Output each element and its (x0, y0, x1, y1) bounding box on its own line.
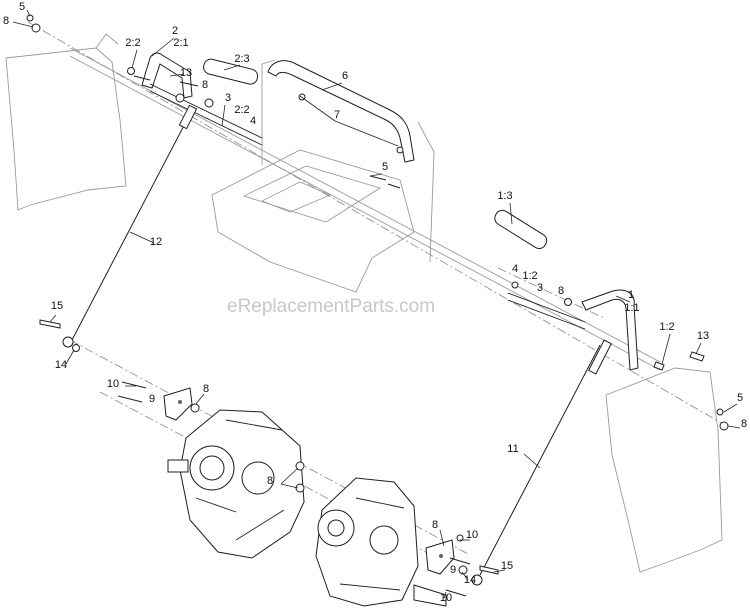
left-control-lever (127, 52, 263, 146)
part-callout: 6 (342, 70, 348, 82)
part-callout: 1:2 (522, 270, 537, 282)
part-callout: 8 (558, 285, 564, 297)
part-callout: 8 (202, 79, 208, 91)
brackets-and-hardware (26, 14, 729, 597)
part-callout: 5 (737, 392, 743, 404)
part-callout: 4 (512, 263, 518, 275)
part-callout: 11 (507, 443, 518, 455)
leader-lines (12, 9, 741, 599)
part-callout: 10 (440, 592, 452, 604)
part-callout: 9 (450, 564, 456, 576)
part-callout: 2:3 (234, 53, 249, 65)
part-callout: 2:2 (234, 104, 249, 116)
part-callout: 1:1 (624, 302, 639, 314)
right-frame-plate (605, 367, 723, 573)
part-callout: 3 (537, 282, 543, 294)
part-callout: 8 (741, 418, 747, 430)
part-callout: 8 (203, 383, 209, 395)
part-callout: 15 (51, 300, 63, 312)
part-callout: 15 (501, 560, 513, 572)
part-callout: 2:2 (125, 37, 140, 49)
part-callout: 7 (334, 109, 340, 121)
right-transmission (315, 477, 447, 607)
part-callout: 13 (180, 67, 192, 79)
part-callout: 12 (150, 236, 162, 248)
part-callout: 3 (225, 92, 231, 104)
part-callout: 1:3 (497, 190, 512, 202)
right-control-lever (494, 209, 639, 371)
watermark: eReplacementParts.com (227, 296, 435, 317)
part-callout: 2 (172, 25, 178, 37)
part-callout: 5 (19, 1, 25, 13)
part-callout: 10 (466, 529, 478, 541)
part-callout: 9 (149, 393, 155, 405)
part-callout: 4 (250, 115, 256, 127)
part-callout: 8 (3, 15, 9, 27)
part-callout: 10 (107, 378, 119, 390)
part-callout: 2:1 (173, 37, 188, 49)
left-frame-plate (5, 47, 127, 211)
part-callout: 14 (464, 574, 476, 586)
control-rods (62, 104, 612, 586)
part-callout: 14 (55, 359, 67, 371)
part-callout: 5 (382, 161, 388, 173)
part-callout: 8 (432, 519, 438, 531)
part-callout: 8 (267, 475, 273, 487)
center-console (211, 149, 415, 293)
part-callout: 1:2 (659, 321, 674, 333)
part-callout: 13 (697, 330, 709, 342)
left-transmission (167, 409, 305, 559)
part-callout: 1 (628, 289, 634, 301)
